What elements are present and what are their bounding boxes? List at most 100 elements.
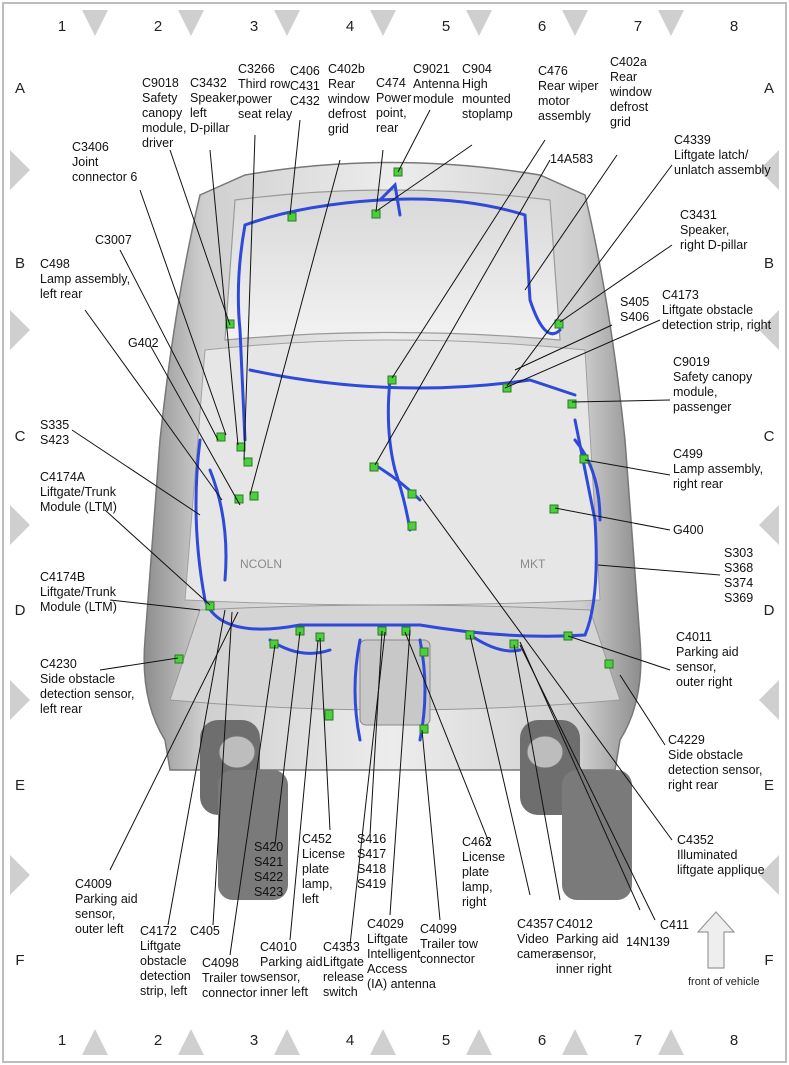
callout-line: C4357: [517, 917, 554, 931]
callout-line: G400: [673, 523, 704, 537]
grid-col-4-bottom: 4: [345, 1032, 355, 1049]
callout-line: Speaker,: [190, 91, 240, 105]
callout-line: Joint: [72, 155, 99, 169]
callout-line: C904: [462, 62, 492, 76]
callout-line: motor: [538, 94, 570, 108]
grid-markers: [10, 10, 779, 1055]
callout-line: inner left: [260, 985, 308, 999]
callout-line: C402b: [328, 62, 365, 76]
callout-line: sensor,: [556, 947, 597, 961]
callout-line: Illuminated: [677, 848, 738, 862]
callout-line: window: [328, 92, 370, 106]
callout-line: grid: [328, 122, 349, 136]
callout-line: S405: [620, 295, 650, 309]
callout-line: C4229: [668, 733, 705, 747]
callout-line: Liftgate/Trunk: [40, 585, 116, 599]
grid-row-f-right: F: [764, 952, 774, 969]
callout-line: passenger: [673, 400, 732, 414]
callout-line: detection: [140, 969, 191, 983]
callout-line: License: [462, 850, 506, 864]
callout-line: High: [462, 77, 488, 91]
callout-line: C3431: [680, 208, 717, 222]
callout-line: C405: [190, 924, 220, 938]
callout-line: S406: [620, 310, 650, 324]
grid-col-4-top: 4: [345, 18, 355, 35]
callout-line: C4174A: [40, 470, 86, 484]
callout-line: Liftgate: [367, 932, 409, 946]
grid-col-3-top: 3: [249, 18, 259, 35]
callout-line: S369: [724, 591, 754, 605]
callout-c411: C411: [660, 918, 689, 933]
grid-col-6-bottom: 6: [537, 1032, 547, 1049]
callout-line: C3007: [95, 233, 132, 247]
callout-line: sensor,: [75, 907, 116, 921]
callout-line: C4099: [420, 922, 457, 936]
callout-line: Power: [376, 91, 412, 105]
callout-line: (IA) antenna: [367, 977, 436, 991]
callout-line: Rear: [328, 77, 356, 91]
grid-col-6-top: 6: [537, 18, 547, 35]
callout-line: Safety canopy: [673, 370, 753, 384]
callout-line: right: [462, 895, 487, 909]
callout-line: Trailer tow: [202, 971, 260, 985]
callout-line: C406: [290, 64, 320, 78]
grid-row-a-left: A: [14, 80, 25, 97]
callout-line: S368: [724, 561, 754, 575]
callout-line: S374: [724, 576, 754, 590]
grid-col-2-top: 2: [153, 18, 163, 35]
callout-line: C4029: [367, 917, 404, 931]
callout-line: left rear: [40, 702, 83, 716]
grid-row-a-right: A: [763, 80, 774, 97]
callout-line: plate: [302, 862, 330, 876]
callout-line: canopy: [142, 106, 183, 120]
callout-line: Rear wiper: [538, 79, 599, 93]
callout-line: Side obstacle: [668, 748, 744, 762]
callout-line: detection strip, right: [662, 318, 772, 332]
callout-line: Rear: [610, 70, 638, 84]
callout-line: C4010: [260, 940, 297, 954]
callout-line: inner right: [556, 962, 612, 976]
callout-g400: G400: [673, 523, 704, 538]
callout-line: assembly: [538, 109, 591, 123]
callout-line: outer right: [676, 675, 733, 689]
callout-line: lamp,: [462, 880, 493, 894]
callout-line: C9018: [142, 76, 179, 90]
callout-line: Lamp assembly,: [40, 272, 131, 286]
callout-line: driver: [142, 136, 174, 150]
callout-line: Module (LTM): [40, 500, 117, 514]
grid-col-7-top: 7: [633, 18, 643, 35]
grid-row-c-right: C: [763, 428, 775, 445]
grid-col-8-top: 8: [729, 18, 739, 35]
callout-line: Trailer tow: [420, 937, 478, 951]
callout-g402: G402: [128, 336, 159, 351]
grid-row-b-right: B: [763, 255, 774, 272]
callout-line: defrost: [610, 100, 649, 114]
callout-line: S419: [357, 877, 387, 891]
callout-line: release: [323, 970, 364, 984]
callout-line: S423: [40, 433, 70, 447]
callout-line: strip, left: [140, 984, 188, 998]
callout-line: left: [190, 106, 207, 120]
callout-line: C4009: [75, 877, 112, 891]
callout-line: C402a: [610, 55, 647, 69]
grid-col-8-bottom: 8: [729, 1032, 739, 1049]
callout-line: S421: [254, 855, 284, 869]
callout-line: C462: [462, 835, 492, 849]
